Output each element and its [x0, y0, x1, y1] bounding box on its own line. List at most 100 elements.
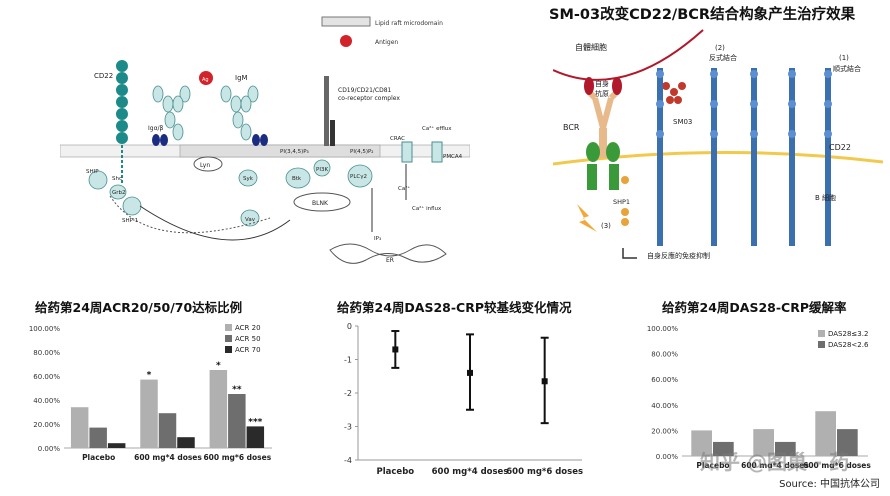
label-cd19: CD19/CD21/CD81: [338, 87, 392, 94]
label-bcr: BCR: [563, 123, 580, 132]
x-tick-label: 600 mg*4 doses: [741, 461, 809, 468]
antigen-bound: [199, 71, 213, 85]
x-tick-label: 600 mg*4 doses: [432, 467, 509, 477]
y-tick-label: -4: [344, 456, 352, 465]
label-grb2: Grb2: [112, 190, 126, 196]
label-step3: (3): [601, 222, 611, 230]
chart-acr-svg: 0.00%20.00%40.00%60.00%80.00%100.00%Plac…: [29, 324, 272, 462]
label-ag: Ag: [202, 77, 209, 83]
significance-label: *: [216, 361, 221, 371]
mean-point: [392, 346, 399, 353]
shp1-phosphatase: [122, 196, 142, 216]
lipid-raft-legend-swatch: [321, 16, 371, 27]
legend-label: ACR 50: [235, 335, 261, 343]
label-shc: Shc: [112, 176, 122, 182]
bar: [775, 441, 796, 456]
legend-label: ACR 20: [235, 324, 261, 332]
label-shp1: SHP-1: [122, 218, 138, 224]
label-ship: SHIP: [86, 169, 99, 175]
label-trans-binding: 反式結合: [709, 53, 737, 62]
page-title: SM-03改变CD22/BCR结合构象产生治疗效果: [549, 7, 856, 23]
shp1-circle: [621, 176, 629, 184]
significance-label: ***: [248, 417, 262, 427]
cd22-domains: [656, 70, 832, 138]
autologous-cell-membrane: [552, 29, 704, 81]
sm03-antibody: [662, 82, 686, 104]
source-note: Source: 中国抗体公司: [779, 479, 880, 490]
y-tick-label: 20.00%: [33, 421, 60, 429]
lipid-raft: [179, 144, 381, 158]
label-trans-number: (2): [715, 44, 725, 52]
legend-label: DAS28<2.6: [828, 341, 869, 349]
bar: [177, 437, 195, 448]
cd22-chains: [657, 68, 831, 246]
bcr-receptor: [584, 77, 622, 190]
y-tick-label: 100.00%: [29, 325, 60, 333]
label-ca-influx: Ca²⁺ influx: [412, 205, 442, 212]
x-tick-label: Placebo: [696, 461, 729, 468]
lightning-icon: [577, 204, 597, 232]
bar: [89, 427, 107, 448]
crac-channel: [401, 141, 413, 163]
y-tick-label: 100.00%: [647, 325, 678, 333]
y-tick-label: -3: [344, 423, 352, 432]
mean-point: [467, 369, 473, 376]
bar: [107, 443, 126, 448]
lyn-kinase: [193, 156, 223, 172]
y-tick-label: 60.00%: [651, 376, 678, 384]
label-autologous-cell: 自體細胞: [575, 42, 607, 52]
label-ip3: IP₃: [374, 236, 381, 242]
grb2-adaptor: [109, 184, 127, 200]
legend-label: DAS28≤3.2: [828, 330, 868, 338]
pi3k-kinase: [313, 159, 331, 177]
bar: [209, 370, 228, 448]
bar: [246, 426, 265, 448]
plcg2-enzyme: [347, 164, 373, 188]
x-tick-label: 600 mg*6 doses: [803, 461, 871, 468]
chart-remission: 0.00%20.00%40.00%60.00%80.00%100.00%Plac…: [628, 318, 876, 470]
label-ca-efflux: Ca²⁺ efflux: [422, 125, 452, 132]
y-tick-label: 0.00%: [38, 445, 61, 453]
legend-swatch: [225, 335, 232, 342]
y-tick-label: 0: [347, 322, 352, 331]
y-tick-label: -2: [344, 389, 352, 398]
pmca4-pump: [431, 141, 443, 163]
chart-acr-title: 给药第24周ACR20/50/70达标比例: [35, 300, 243, 315]
label-blnk: BLNK: [312, 200, 329, 207]
antigen-legend-swatch: [340, 35, 352, 47]
bar: [158, 413, 177, 448]
label-lyn: Lyn: [200, 162, 210, 169]
label-coreceptor: co-receptor complex: [338, 95, 400, 102]
label-syk: Syk: [243, 176, 254, 182]
label-pmca4: PMCA4: [443, 154, 463, 160]
label-b-cell: B 細胞: [815, 193, 836, 202]
btk-kinase: [285, 167, 311, 189]
sm03-mechanism-diagram: 自體細胞 (2) 反式結合 (1) 順式結合 自身 抗原 BCR SM03 CD…: [552, 24, 884, 270]
igm-receptor: [152, 85, 259, 141]
endoplasmic-reticulum: [329, 243, 447, 264]
cd22-receptor: [116, 60, 128, 185]
chart-remission-title: 给药第24周DAS28-CRP缓解率: [662, 300, 847, 315]
bar: [713, 441, 734, 456]
bar: [228, 394, 246, 448]
legend-lipid-raft: Lipid raft microdomain: [375, 20, 443, 27]
label-crac: CRAC: [390, 136, 405, 142]
ship-phosphatase: [88, 170, 108, 190]
y-tick-label: -1: [344, 356, 352, 365]
syk-kinase: [238, 169, 258, 187]
label-shp1-cn: SHP1: [613, 198, 630, 206]
y-tick-label: 0.00%: [656, 453, 679, 461]
label-cd22-right: CD22: [829, 143, 851, 152]
bar: [815, 411, 836, 456]
bar: [837, 429, 858, 456]
x-tick-label: 600 mg*6 doses: [203, 453, 271, 462]
label-pip2: PI(4,5)P₂: [350, 149, 374, 155]
label-pip3: PI(3,4,5)P₃: [280, 149, 309, 155]
label-self: 自身: [595, 79, 609, 88]
chart-remission-svg: 0.00%20.00%40.00%60.00%80.00%100.00%Plac…: [647, 325, 872, 470]
legend-swatch: [225, 324, 232, 331]
label-igm: IgM: [235, 74, 248, 82]
cd19-coreceptor: [324, 76, 329, 146]
chart-acr: 0.00%20.00%40.00%60.00%80.00%100.00%Plac…: [20, 318, 280, 470]
